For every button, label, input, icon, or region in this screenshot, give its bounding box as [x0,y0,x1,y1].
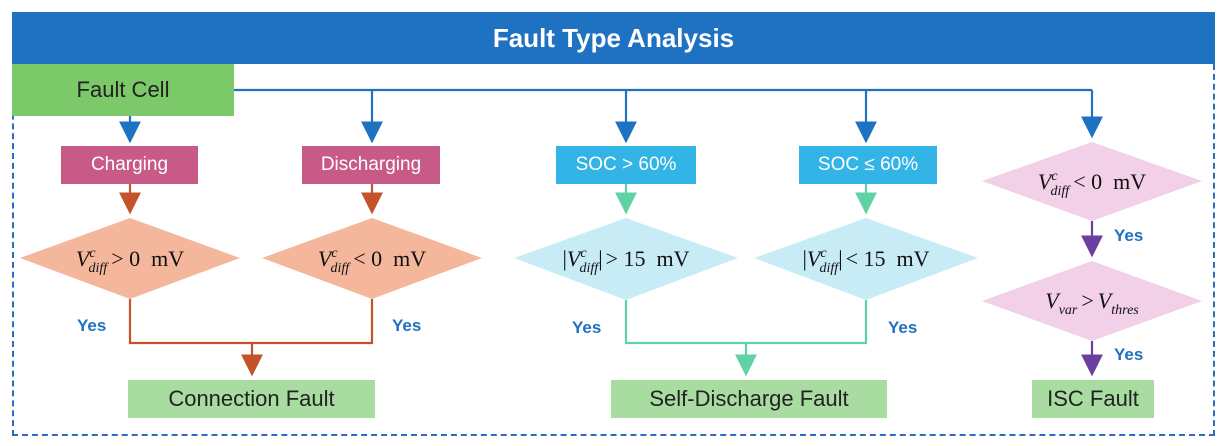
diagram-title: Fault Type Analysis [12,12,1215,64]
soc-high-box: SOC > 60% [556,146,696,184]
soc-high-condition-diamond [514,218,738,300]
connection-branch-lines [119,184,383,377]
yes-label-discharging: Yes [392,316,422,335]
isc-fault-box: ISC Fault [1032,380,1154,418]
charge-condition-diamond [20,218,240,299]
discharge-condition-diamond [262,218,482,299]
yes-label-soc-low: Yes [888,318,918,337]
fault-cell-distribution-lines [119,88,1103,144]
yes-label-isc-first: Yes [1114,226,1144,245]
self-discharge-branch-lines [615,184,877,377]
soc-low-condition-diamond [754,218,978,300]
isc-second-condition-label: Vvar>Vthres [1045,288,1139,318]
self-discharge-fault-box: Self-Discharge Fault [611,380,887,418]
yes-label-soc-high: Yes [572,318,602,337]
charging-box: Charging [61,146,198,184]
discharging-box: Discharging [302,146,440,184]
connection-fault-box: Connection Fault [128,380,375,418]
fault-cell-box: Fault Cell [12,64,234,116]
yes-label-charging: Yes [77,316,107,335]
soc-low-box: SOC ≤ 60% [799,146,937,184]
isc-first-condition-diamond [982,142,1202,221]
dashed-frame [12,64,1215,436]
yes-label-isc-second: Yes [1114,345,1144,364]
isc-second-condition-diamond [982,261,1202,341]
